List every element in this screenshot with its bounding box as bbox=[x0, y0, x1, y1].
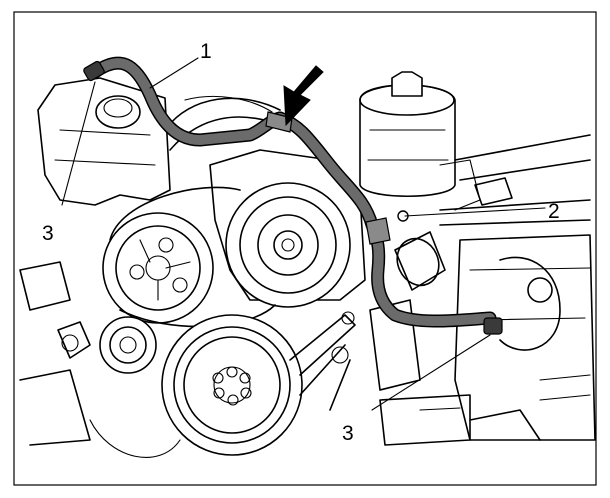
callout-2: 2 bbox=[548, 200, 560, 223]
callout-3-bottom: 3 bbox=[342, 422, 354, 445]
hose-clamp-top bbox=[83, 60, 105, 82]
callout-1: 1 bbox=[200, 40, 212, 63]
water-pump-pulley bbox=[225, 182, 351, 308]
arrow-icon bbox=[283, 65, 324, 127]
reservoir-cap bbox=[95, 95, 141, 129]
oil-filter-housing bbox=[359, 84, 456, 197]
engine-block-right bbox=[454, 234, 596, 441]
hose-clamp-bottom bbox=[483, 317, 503, 335]
hose-joint-lower bbox=[365, 217, 391, 245]
crankshaft-pulley bbox=[161, 314, 303, 456]
tensioner-pulley bbox=[99, 316, 157, 374]
left-pulley bbox=[102, 212, 214, 324]
callout-3-left: 3 bbox=[42, 222, 54, 245]
crank-bolts bbox=[212, 366, 252, 406]
hoses bbox=[83, 56, 503, 335]
leader-lines bbox=[61, 57, 546, 411]
